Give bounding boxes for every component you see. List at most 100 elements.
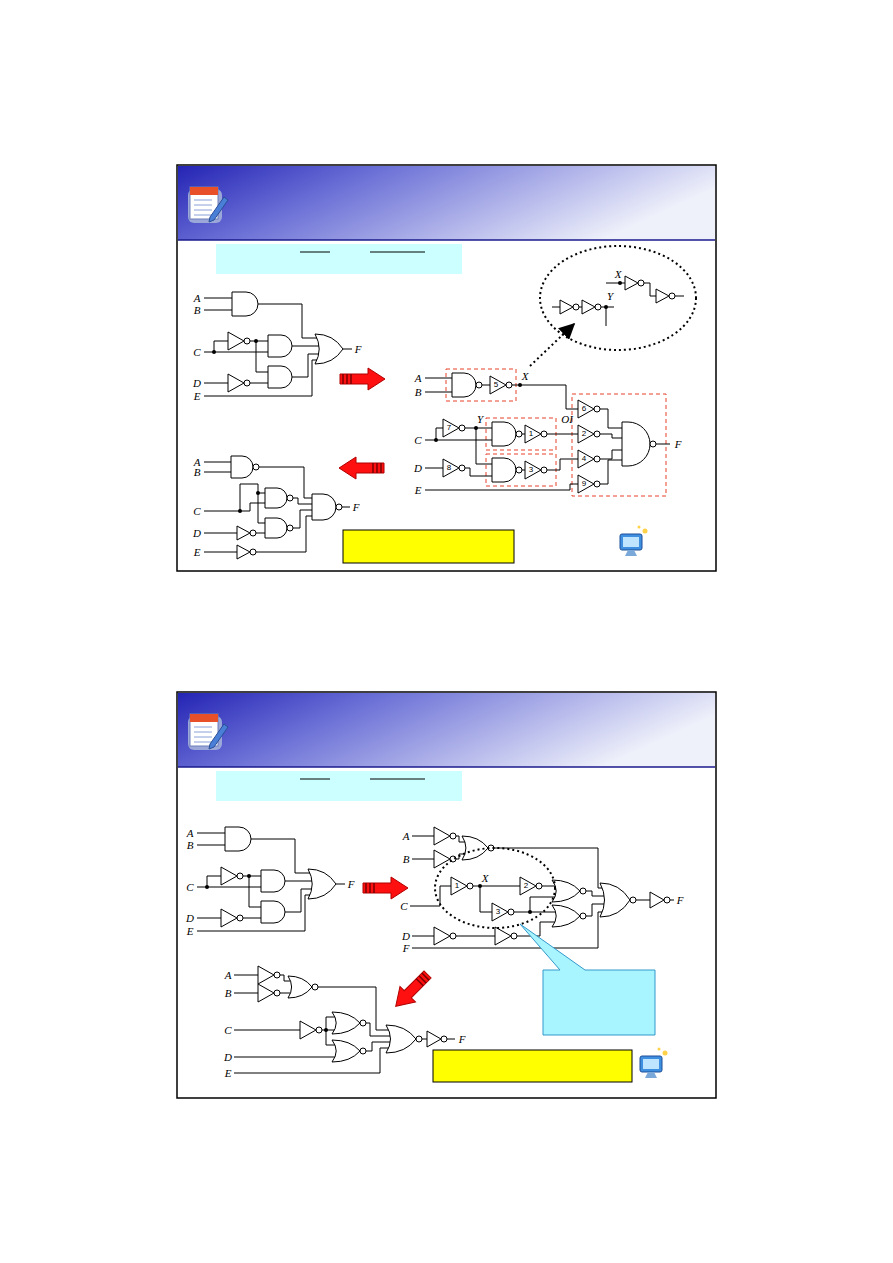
inversion-bubble (536, 883, 542, 889)
wire (204, 360, 319, 396)
inversion-bubble (650, 441, 656, 447)
inverter-gate (578, 475, 594, 493)
wire (258, 304, 319, 338)
wire (644, 283, 656, 296)
inversion-bubble (459, 425, 465, 431)
nor-gate (386, 1025, 416, 1053)
inversion-bubble (287, 525, 293, 531)
wire (293, 498, 312, 504)
wire (197, 918, 221, 919)
wire (465, 468, 492, 476)
wire (425, 378, 452, 379)
wire (250, 341, 268, 342)
and-or-circuit (197, 827, 345, 931)
signal-label: OI (561, 414, 573, 425)
junction-dot (518, 383, 522, 387)
overline-mark (300, 779, 330, 780)
inversion-bubble (274, 972, 280, 978)
zoom-inset (530, 246, 696, 366)
slide-header-band (178, 693, 715, 767)
signal-label: D (193, 378, 201, 389)
gate-number: 5 (494, 381, 498, 389)
wire (249, 876, 261, 907)
signal-label: B (225, 988, 232, 999)
signal-label: F (353, 502, 360, 513)
and-or-circuit (204, 292, 352, 396)
wire (606, 307, 607, 326)
and-gate (225, 827, 251, 851)
wire (204, 310, 232, 311)
wire (197, 845, 225, 846)
signal-label: D (402, 931, 410, 942)
wire (412, 912, 604, 948)
wire (243, 876, 261, 877)
slide (177, 692, 716, 1098)
red-arrow-body (339, 457, 384, 479)
nor-circuit (410, 827, 674, 1035)
signal-label: Y (607, 291, 613, 302)
wire (292, 346, 320, 347)
gate-number: 9 (582, 480, 586, 488)
signal-label: D (414, 463, 422, 474)
wire (675, 296, 684, 297)
wire (293, 510, 312, 528)
overline-mark (300, 252, 330, 253)
wire (204, 503, 265, 511)
inversion-bubble (253, 464, 259, 470)
inverter-gate (451, 877, 467, 895)
signal-label: C (193, 347, 200, 358)
red-arrow (339, 457, 384, 479)
inversion-bubble (450, 933, 456, 939)
wire (552, 307, 560, 308)
signal-label: F (348, 879, 355, 890)
inversion-bubble (580, 888, 586, 894)
wire (670, 900, 674, 901)
nor-nor-circuit (234, 966, 455, 1073)
inverter-gate (492, 903, 508, 921)
callout-box (520, 924, 655, 1035)
inverter-gate (578, 450, 594, 468)
inversion-bubble (580, 913, 586, 919)
wire (425, 392, 452, 393)
wire (285, 889, 313, 912)
wire (204, 462, 231, 463)
inversion-bubble (450, 833, 456, 839)
dashed-group-box (486, 418, 556, 450)
inverter-gate (258, 966, 274, 984)
wire (280, 993, 291, 994)
wire (366, 1042, 390, 1051)
signal-label: C (186, 882, 193, 893)
wire (656, 444, 670, 445)
slide-frame (177, 692, 716, 1098)
highlight-box (433, 1050, 632, 1082)
inversion-bubble (360, 1048, 366, 1054)
computer-icon (640, 1048, 668, 1079)
inverter-gate (525, 425, 541, 443)
inverter-gate (582, 300, 595, 314)
icon-rule (194, 200, 212, 201)
notepad-icon (188, 187, 228, 223)
icon-screen (643, 1059, 659, 1069)
inverter-gate (520, 877, 536, 895)
wire (636, 900, 650, 901)
inversion-bubble (312, 984, 318, 990)
wire (250, 383, 268, 384)
icon-rule (194, 727, 212, 728)
and-gate (261, 901, 285, 923)
and-gate (261, 870, 285, 892)
wire (456, 936, 495, 937)
gate-number: 2 (582, 430, 586, 438)
inverter-gate (221, 867, 237, 885)
icon-rule (194, 205, 212, 206)
gate-number: 2 (524, 882, 528, 890)
signal-label: A (194, 293, 201, 304)
dashed-group-box (572, 394, 666, 496)
wire (600, 434, 622, 438)
wire (412, 859, 434, 860)
slide (177, 165, 716, 571)
inversion-bubble (467, 883, 473, 889)
wire (234, 975, 258, 976)
gate-number: 8 (447, 464, 451, 472)
dashed-group-box (446, 369, 516, 401)
